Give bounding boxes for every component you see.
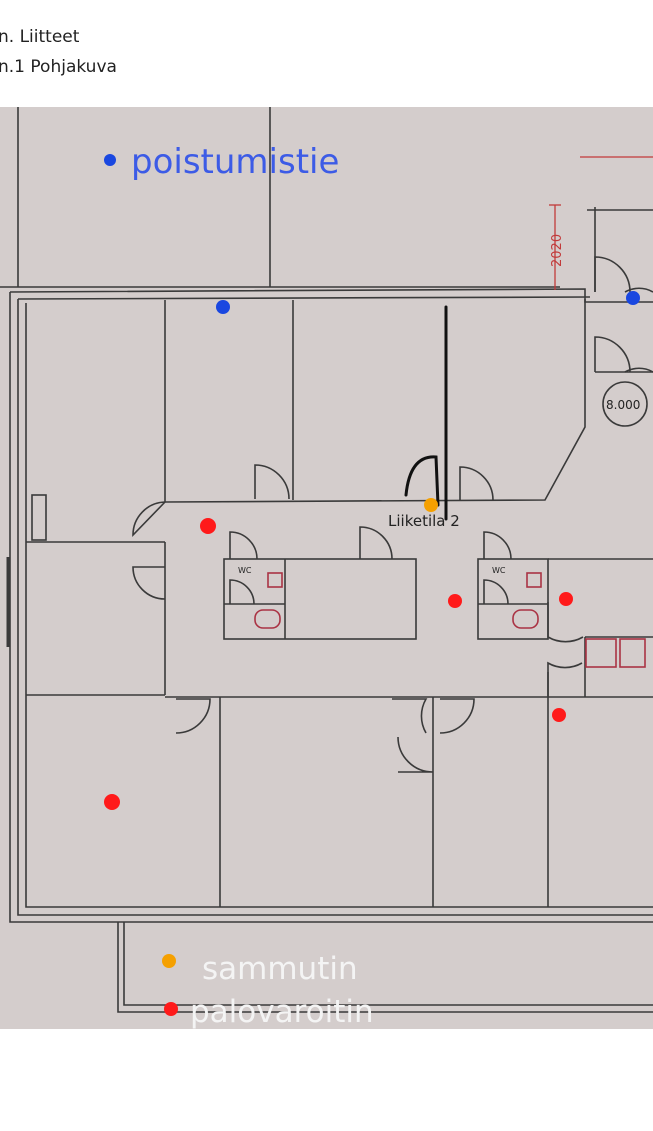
door-swing	[483, 579, 509, 605]
door-swing	[594, 256, 631, 293]
dimension-label: 2020	[550, 234, 565, 267]
level-marker-label: 8.000	[606, 398, 640, 412]
door-swing	[547, 661, 583, 697]
smoke-detector-marker	[448, 594, 462, 608]
extinguisher-marker	[424, 498, 438, 512]
sink	[526, 572, 542, 588]
door-swing	[254, 464, 290, 500]
smoke-detector-marker	[552, 708, 566, 722]
smoke-detector-legend-label: palovaroitin	[190, 994, 374, 1029]
door-swing	[229, 531, 258, 560]
exterior-wall	[123, 922, 653, 1006]
stove	[619, 638, 646, 668]
exit-marker	[626, 291, 640, 305]
door-swing	[132, 566, 166, 600]
extinguisher-legend-dot	[162, 954, 176, 968]
hand-drawn-hook	[404, 455, 440, 507]
smoke-detector-legend-dot	[164, 1002, 178, 1016]
outer-wall-top	[9, 288, 653, 303]
door-swing	[359, 526, 393, 560]
room-label: Liiketila 2	[388, 512, 460, 530]
door-swing	[624, 287, 653, 293]
door-swing	[594, 336, 631, 373]
document-section-heading: n. Liitteet	[0, 27, 80, 47]
exit-legend-label: poistumistie	[131, 142, 339, 182]
door-swing	[459, 466, 494, 501]
partition-wall	[164, 299, 586, 503]
wc-label-left: WC	[238, 566, 252, 575]
smoke-detector-marker	[200, 518, 216, 534]
toilet	[512, 609, 539, 629]
sink	[267, 572, 283, 588]
door-swing	[397, 736, 434, 773]
level-marker-circle	[602, 381, 648, 427]
floor-plan-drawing: 2020 Liiketila 2 WC WC 8.000 poistumisti…	[0, 107, 653, 1029]
door-swing	[547, 602, 584, 643]
door-swing	[439, 698, 475, 734]
door-swing	[624, 367, 653, 373]
door-swing	[229, 579, 255, 605]
door-swing	[483, 531, 512, 560]
smoke-detector-marker	[104, 794, 120, 810]
toilet	[254, 609, 281, 629]
wc-label-right: WC	[492, 566, 506, 575]
exit-marker	[216, 300, 230, 314]
door-swing	[175, 698, 211, 734]
door-swing	[132, 501, 166, 537]
exit-legend-dot	[104, 154, 116, 166]
cabinet	[31, 494, 47, 541]
wc-block-right	[477, 558, 549, 640]
extinguisher-legend-label: sammutin	[202, 951, 358, 987]
floor-plan-photo: 2020 Liiketila 2 WC WC 8.000 poistumisti…	[0, 107, 653, 1029]
document-subsection-heading: n.1 Pohjakuva	[0, 57, 117, 77]
smoke-detector-marker	[559, 592, 573, 606]
exterior-wall	[117, 922, 653, 1013]
kitchen-counter	[585, 638, 617, 668]
outer-wall-inner2	[25, 303, 653, 908]
outer-wall-top-inner	[17, 296, 591, 300]
outer-wall-outer	[9, 292, 653, 923]
wc-block-left	[223, 558, 417, 640]
door-swing	[392, 698, 428, 734]
outer-wall-inner	[17, 299, 653, 916]
